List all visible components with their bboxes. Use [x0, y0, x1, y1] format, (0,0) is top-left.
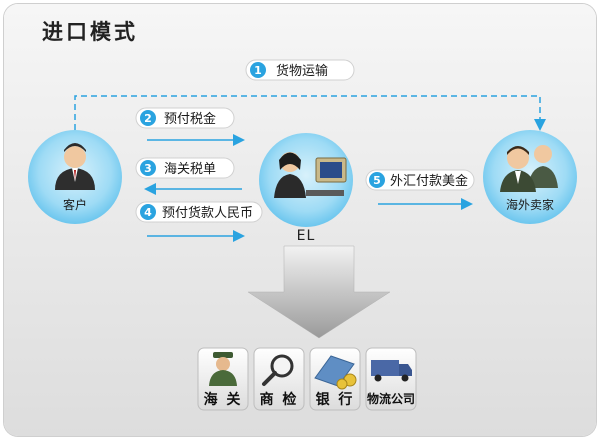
agency-logistics-label: 物流公司: [367, 391, 415, 406]
operator-at-computer-icon: [274, 152, 347, 198]
el-node: EL: [259, 133, 353, 244]
step-4-number: 4: [144, 206, 152, 219]
agency-customs-tile: 海 关: [197, 347, 249, 411]
truck-icon: [371, 360, 412, 382]
step-4-label: 预付货款人民币: [162, 205, 253, 221]
step-3-pill: 3 海关税单: [135, 157, 235, 179]
step-1-label: 货物运输: [276, 63, 328, 79]
customer-node: 客户: [28, 130, 122, 224]
step-3-number: 3: [144, 162, 152, 175]
bank-card-icon: [314, 355, 357, 390]
business-group-icon: [500, 145, 558, 192]
step-3-label: 海关税单: [164, 162, 216, 177]
step-4-pill: 4 预付货款人民币: [135, 201, 263, 223]
step-2-pill: 2 预付税金: [135, 107, 235, 129]
seller-node: 海外卖家: [483, 130, 577, 224]
seller-label: 海外卖家: [506, 197, 554, 212]
magnifier-icon: [262, 354, 294, 386]
step-1-pill: 1 货物运输: [245, 59, 355, 81]
customs-officer-icon: [209, 352, 237, 386]
page-title: 进口模式: [42, 20, 138, 44]
customer-label: 客户: [63, 197, 87, 212]
step-2-number: 2: [144, 112, 152, 125]
el-label: EL: [297, 228, 316, 244]
shipping-route-dashed: [74, 95, 546, 140]
step-5-label: 外汇付款美金: [390, 173, 468, 189]
businessman-icon: [55, 143, 95, 190]
step-1-number: 1: [254, 64, 262, 77]
down-funnel-arrow: [247, 245, 391, 339]
step-5-number: 5: [373, 174, 381, 187]
agency-logistics-tile: 物流公司: [365, 347, 417, 411]
agency-inspection-tile: 商 检: [253, 347, 305, 411]
step-5-pill: 5 外汇付款美金: [365, 169, 475, 191]
step-2-label: 预付税金: [164, 111, 216, 127]
agency-bank-tile: 银 行: [309, 347, 361, 411]
agency-inspection-label: 商 检: [260, 391, 299, 408]
agency-bank-label: 银 行: [316, 391, 355, 408]
agency-customs-label: 海 关: [204, 391, 243, 408]
